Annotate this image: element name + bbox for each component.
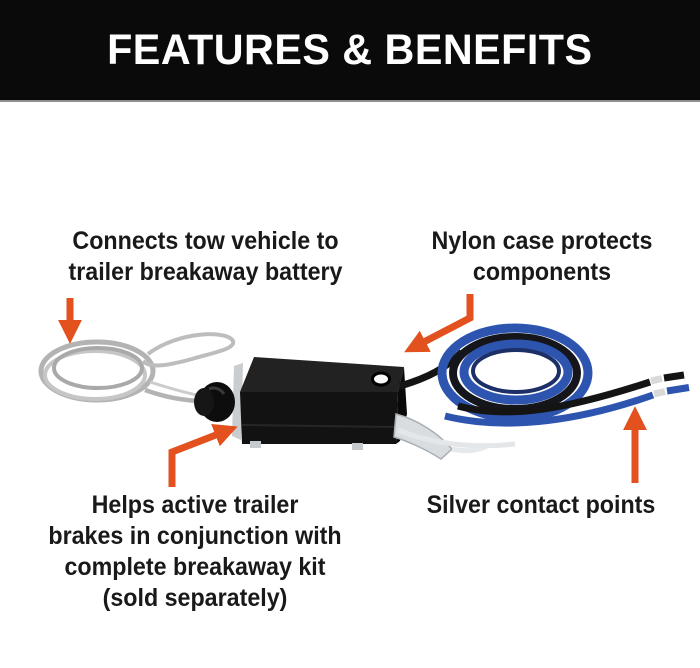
header-divider [0,100,700,102]
callout-line: complete breakaway kit [64,553,326,581]
callout-line: Nylon case protects [431,227,653,255]
page-title: FEATURES & BENEFITS [107,25,593,74]
callout-line: components [472,258,612,286]
callout-line: Silver contact points [426,491,656,519]
callout-line: brakes in conjunction with [48,522,342,550]
callout-connects: Connects tow vehicle to trailer breakawa… [50,226,362,288]
header-banner: FEATURES & BENEFITS [0,0,700,100]
arrow-to-case [404,294,474,353]
callout-helps-brakes: Helps active trailer brakes in conjuncti… [37,490,353,614]
callout-nylon-case: Nylon case protects components [403,226,682,288]
lead-wires [397,378,655,449]
arrow-to-plunger [168,424,238,487]
nylon-case [232,357,407,450]
callout-contact-points: Silver contact points [397,490,685,521]
callout-line: Helps active trailer [91,491,299,519]
breakaway-pin-plunger [194,382,235,422]
callout-line: Connects tow vehicle to [72,227,339,255]
case-mounting-hole [371,371,391,387]
silver-contact-points [650,371,690,398]
callout-line: trailer breakaway battery [68,258,343,286]
callout-line: (sold separately) [102,584,288,612]
